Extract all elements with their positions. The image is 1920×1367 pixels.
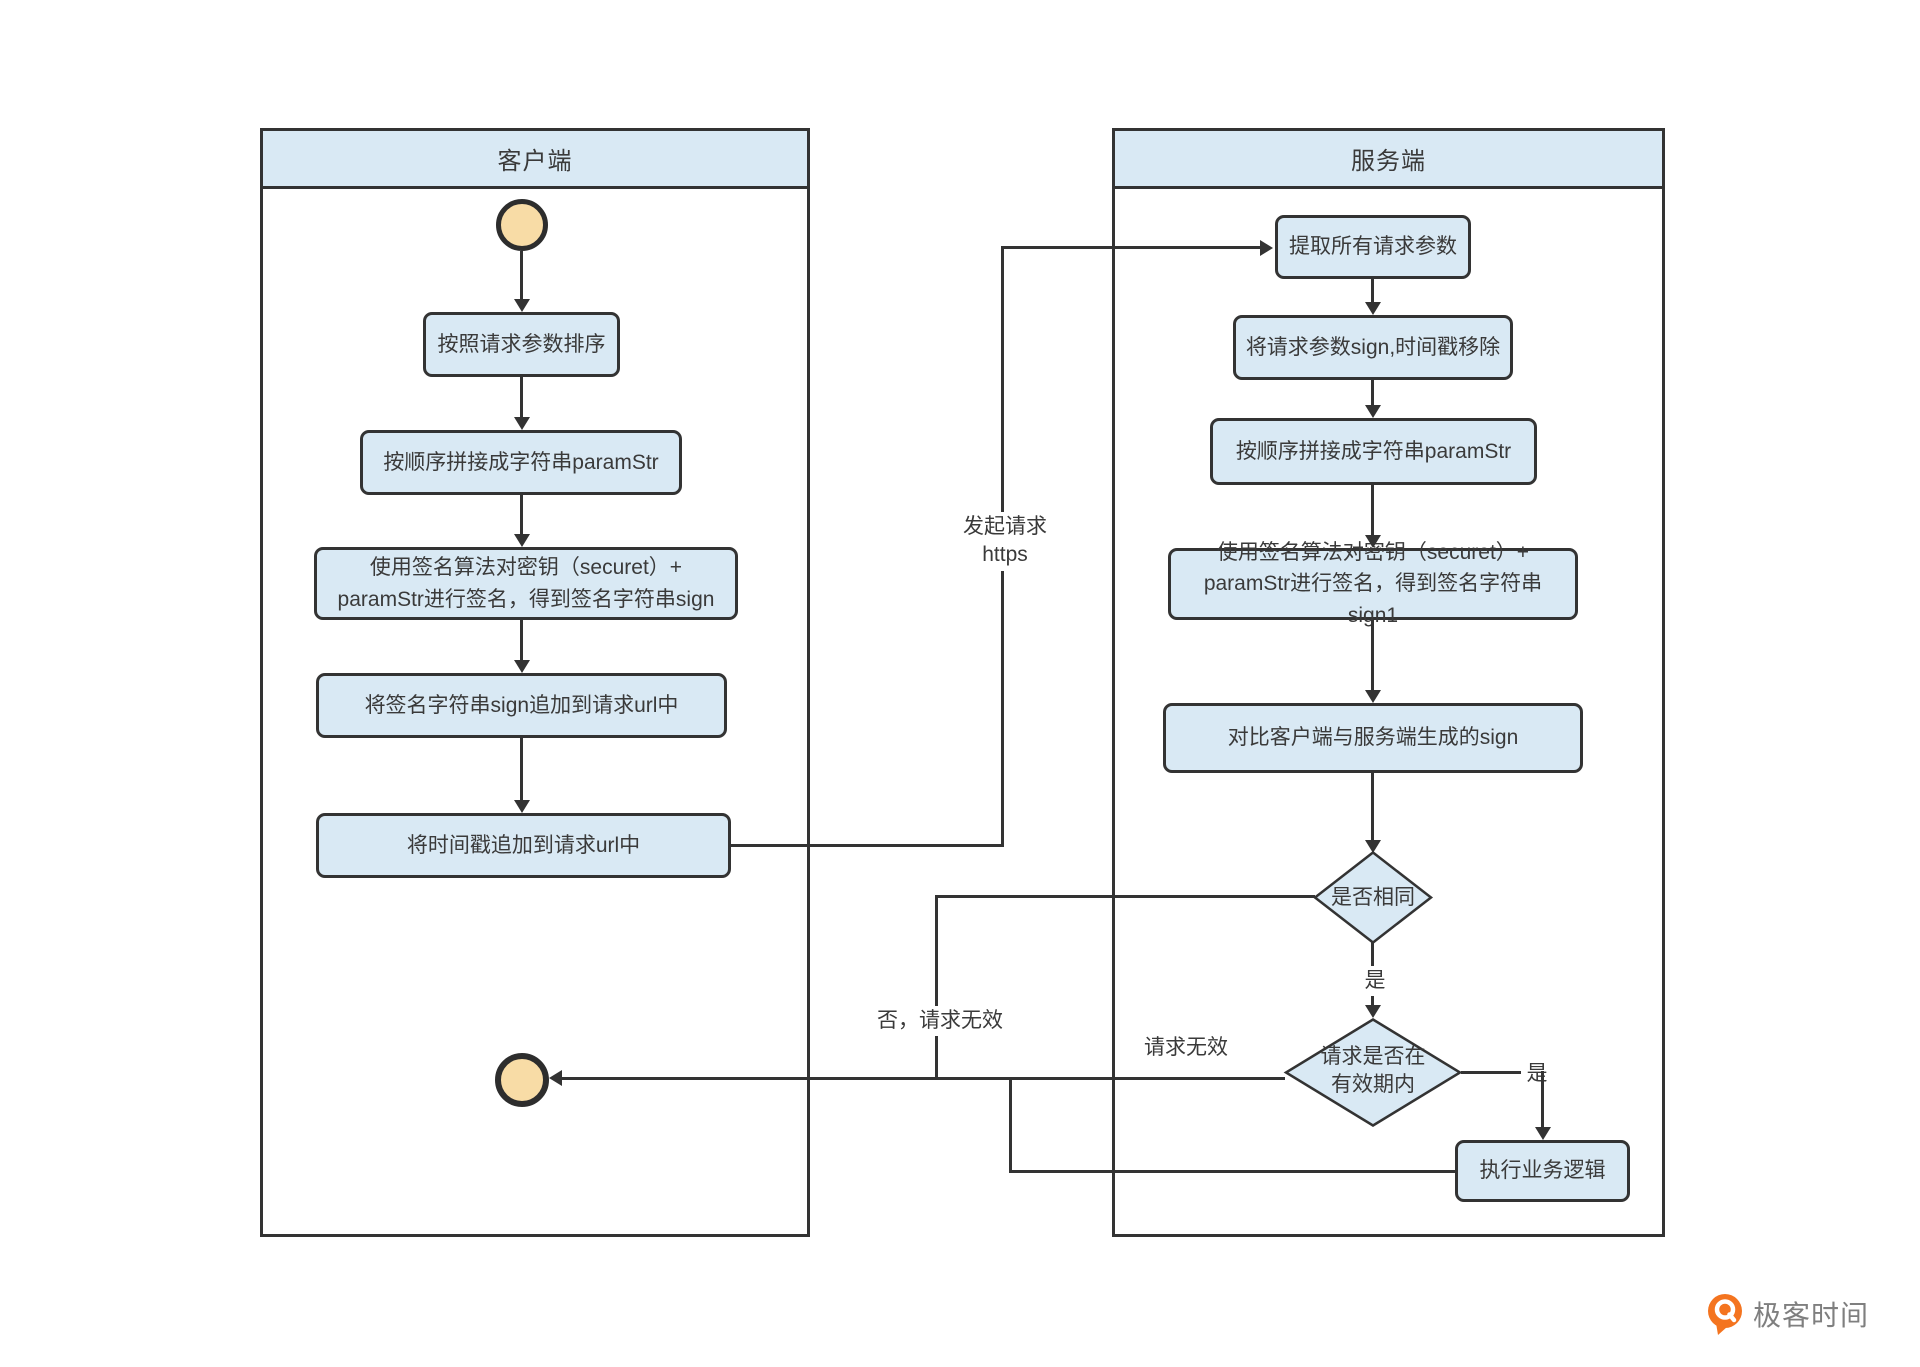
edge-concat-to-sign: [1371, 485, 1374, 537]
server-step-concat: 按顺序拼接成字符串paramStr: [1210, 418, 1537, 485]
edge-start-to-sort: [520, 251, 523, 301]
client-step-sort: 按照请求参数排序: [423, 312, 620, 377]
server-step-concat-label: 按顺序拼接成字符串paramStr: [1235, 439, 1512, 463]
edge-request-horizontal-top: [1002, 246, 1260, 249]
edge-same-no-horizontal: [937, 895, 1315, 898]
client-step-concat-label: 按顺序拼接成字符串paramStr: [383, 450, 659, 474]
server-step-sign-line2: paramStr进行签名，得到签名字符串sign1: [1203, 572, 1543, 627]
edge-label-request-line2: https: [982, 543, 1028, 567]
client-step-sign-line1: 使用签名算法对密钥（securet）+: [369, 556, 683, 579]
client-step-append-timestamp: 将时间戳追加到请求url中: [316, 813, 731, 878]
lane-server: 服务端: [1112, 128, 1665, 1237]
server-step-sign-line1: 使用签名算法对密钥（securet）+: [1216, 540, 1530, 564]
client-step-append-timestamp-label: 将时间戳追加到请求url中: [406, 833, 641, 857]
brand-text: 极客时间: [1753, 1300, 1870, 1331]
edge-extract-to-remove: [1371, 279, 1374, 304]
arrowhead-concat-to-sign: [1365, 535, 1381, 548]
server-step-remove-label: 将请求参数sign,时间戳移除: [1245, 335, 1501, 359]
edge-same-no-vertical: [935, 895, 938, 1079]
edge-compare-to-same: [1371, 773, 1374, 842]
server-step-execute-label: 执行业务逻辑: [1479, 1159, 1606, 1183]
edge-execute-return-horizontal: [1011, 1170, 1455, 1173]
arrowhead-extract-to-remove: [1365, 302, 1381, 315]
decision-valid-shape: [1283, 1018, 1463, 1127]
brand-footer: 极客时间: [1706, 1292, 1869, 1336]
edge-append-sign-to-timestamp: [520, 738, 523, 802]
decision-same-label: 是否相同: [1331, 886, 1415, 909]
edge-label-valid-yes: 是: [1521, 1059, 1553, 1090]
lane-client-header: 客户端: [263, 131, 807, 189]
decision-valid-label: 请求是否在 有效期内: [1283, 1043, 1463, 1100]
client-step-append-sign-label: 将签名字符串sign追加到请求url中: [364, 693, 679, 717]
client-step-sign-line2: paramStr进行签名，得到签名字符串sign: [337, 587, 715, 611]
start-node: [496, 199, 548, 251]
edge-remove-to-concat: [1371, 380, 1374, 407]
arrowhead-request-into-extract: [1260, 240, 1273, 256]
edge-valid-yes-vertical: [1541, 1071, 1544, 1129]
edge-label-no-invalid: 否，请求无效: [862, 1006, 1018, 1037]
edge-label-request: 发起请求 https: [938, 512, 1072, 571]
server-step-execute: 执行业务逻辑: [1455, 1140, 1630, 1202]
client-step-concat: 按顺序拼接成字符串paramStr: [360, 430, 682, 495]
arrowhead-compare-to-same: [1365, 840, 1381, 853]
geektime-logo-icon: [1708, 1294, 1742, 1335]
lane-server-header: 服务端: [1115, 131, 1662, 189]
arrowhead-sign-to-compare: [1365, 690, 1381, 703]
server-step-extract-label: 提取所有请求参数: [1289, 235, 1457, 259]
server-step-extract: 提取所有请求参数: [1275, 215, 1471, 279]
decision-valid-line1: 请求是否在: [1320, 1045, 1426, 1068]
arrowhead-sort-to-concat: [514, 417, 530, 430]
decision-valid-line2: 有效期内: [1331, 1073, 1415, 1097]
client-step-sort-label: 按照请求参数排序: [437, 332, 606, 356]
edge-sort-to-concat: [520, 377, 523, 419]
edge-label-invalid: 请求无效: [1144, 1036, 1228, 1059]
arrowhead-into-execute: [1535, 1127, 1551, 1140]
edge-request-horizontal-bottom: [731, 844, 1003, 847]
client-step-append-sign: 将签名字符串sign追加到请求url中: [316, 673, 727, 738]
server-step-sign: 使用签名算法对密钥（securet）+ paramStr进行签名，得到签名字符串…: [1168, 541, 1578, 627]
lane-client-title: 客户端: [497, 148, 573, 175]
arrowhead-sign-to-append-sign: [514, 660, 530, 673]
server-step-remove: 将请求参数sign,时间戳移除: [1233, 315, 1513, 380]
arrowhead-same-yes: [1365, 1005, 1381, 1018]
edge-label-request-line1: 发起请求: [963, 515, 1047, 538]
edge-invalid-horizontal: [560, 1077, 1285, 1080]
edge-label-same-yes: 是: [1358, 966, 1392, 997]
server-step-compare-label: 对比客户端与服务端生成的sign: [1227, 726, 1519, 750]
arrowhead-remove-to-concat: [1365, 405, 1381, 418]
edge-sign-to-append-sign: [520, 620, 523, 662]
server-step-compare: 对比客户端与服务端生成的sign: [1163, 703, 1583, 773]
end-node: [495, 1053, 549, 1107]
arrowhead-start-to-sort: [514, 299, 530, 312]
arrowhead-append-sign-to-timestamp: [514, 800, 530, 813]
arrowhead-concat-to-sign: [514, 534, 530, 547]
client-step-sign: 使用签名算法对密钥（securet）+ paramStr进行签名，得到签名字符串…: [314, 547, 738, 620]
edge-execute-return-vertical: [1009, 1079, 1012, 1173]
arrowhead-into-end-node: [549, 1070, 562, 1086]
edge-concat-to-sign: [520, 495, 523, 536]
lane-server-title: 服务端: [1351, 148, 1426, 175]
edge-valid-yes-horizontal: [1461, 1071, 1544, 1074]
lane-client: 客户端: [260, 128, 810, 1237]
edge-sign-to-compare: [1371, 620, 1374, 692]
